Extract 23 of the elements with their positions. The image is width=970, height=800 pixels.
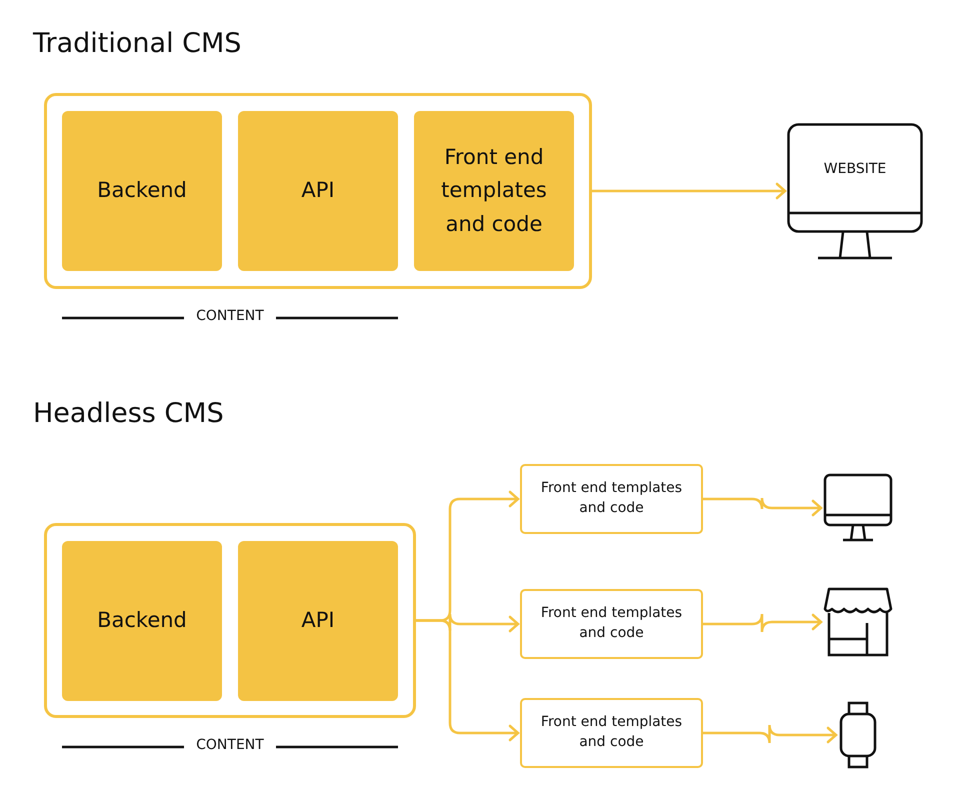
storefront-icon <box>823 587 893 657</box>
component-box: Front end templates and code <box>414 111 574 271</box>
template-box: Front end templates and code <box>520 698 703 768</box>
arrow <box>592 182 786 200</box>
component-box: API <box>238 111 398 271</box>
section-heading: Headless CMS <box>33 398 224 429</box>
monitor-icon <box>823 473 893 543</box>
screen-label: WEBSITE <box>822 161 888 177</box>
container-box <box>44 523 416 718</box>
arrow <box>703 496 822 516</box>
section-heading: Traditional CMS <box>33 28 242 59</box>
template-box: Front end templates and code <box>520 464 703 534</box>
section-caption: CONTENT <box>195 737 265 753</box>
component-box: Backend <box>62 111 222 271</box>
section-caption: CONTENT <box>195 308 265 324</box>
arrow <box>703 612 822 634</box>
smartwatch-icon <box>838 700 878 770</box>
container-box <box>44 93 592 289</box>
component-box: Backend <box>62 541 222 701</box>
component-box: API <box>238 541 398 701</box>
arrow <box>416 619 520 742</box>
arrow <box>703 724 838 744</box>
template-box: Front end templates and code <box>520 589 703 659</box>
